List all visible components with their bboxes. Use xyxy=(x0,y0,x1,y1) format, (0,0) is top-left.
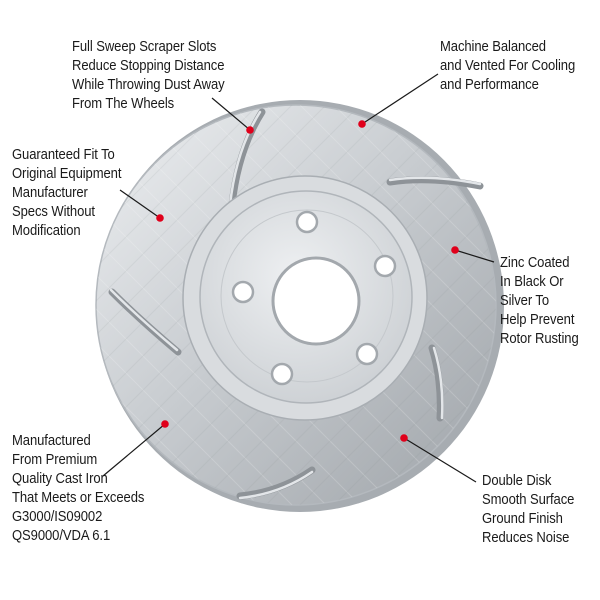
callout-line: and Performance xyxy=(440,77,539,93)
scraper-slot xyxy=(108,288,182,356)
texture-stroke xyxy=(231,105,496,505)
lug-hole xyxy=(355,342,379,366)
texture-stroke xyxy=(299,105,496,505)
callout-line: QS9000/VDA 6.1 xyxy=(12,528,111,544)
callout-machine-balanced: Machine Balanced and Vented For Cooling … xyxy=(440,38,575,95)
leader-line-zinc-coated xyxy=(454,249,495,263)
callout-line: Help Prevent xyxy=(500,312,575,328)
callout-line: Reduce Stopping Distance xyxy=(72,58,225,74)
texture-stroke xyxy=(299,105,496,505)
texture-stroke xyxy=(96,105,259,505)
callout-zinc-coated: Zinc Coated In Black Or Silver To Help P… xyxy=(500,254,579,349)
lug-hole xyxy=(295,210,319,234)
leader-line-guaranteed-fit xyxy=(119,189,161,219)
texture-stroke xyxy=(96,105,293,505)
scraper-slot xyxy=(236,466,316,500)
callout-line: Manufactured xyxy=(12,433,91,449)
marker-dot-guaranteed-fit xyxy=(156,214,164,222)
leader-line-double-disk xyxy=(403,437,477,483)
texture-stroke xyxy=(367,105,496,505)
marker-dot-scraper-slots xyxy=(246,126,254,134)
callout-scraper-slots: Full Sweep Scraper Slots Reduce Stopping… xyxy=(72,38,225,114)
texture-stroke xyxy=(96,105,361,505)
scraper-slot xyxy=(386,176,484,190)
lug-holes xyxy=(231,210,397,386)
leader-line-machine-balanced xyxy=(361,73,439,125)
callout-line: Zinc Coated xyxy=(500,255,570,271)
texture-stroke xyxy=(265,105,496,505)
callout-line: From Premium xyxy=(12,452,98,468)
texture-stroke xyxy=(367,105,496,505)
callout-line: Double Disk xyxy=(482,473,552,489)
callout-cast-iron: Manufactured From Premium Quality Cast I… xyxy=(12,432,144,546)
texture-stroke xyxy=(265,105,496,505)
callout-line: While Throwing Dust Away xyxy=(72,77,225,93)
callout-line: Modification xyxy=(12,223,81,239)
texture-stroke xyxy=(231,105,496,505)
lug-hole xyxy=(373,254,397,278)
leader-line-cast-iron xyxy=(102,423,166,477)
callout-line: That Meets or Exceeds xyxy=(12,490,145,506)
callout-line: In Black Or xyxy=(500,274,564,290)
callout-line: Manufacturer xyxy=(12,185,88,201)
callout-line: Quality Cast Iron xyxy=(12,471,108,487)
marker-dot-cast-iron xyxy=(161,420,169,428)
callout-double-disk: Double Disk Smooth Surface Ground Finish… xyxy=(482,472,574,548)
callout-guaranteed-fit: Guaranteed Fit To Original Equipment Man… xyxy=(12,146,121,241)
texture-stroke xyxy=(333,105,496,505)
marker-dot-double-disk xyxy=(400,434,408,442)
callout-line: From The Wheels xyxy=(72,96,175,112)
callout-leader-lines xyxy=(102,73,495,483)
texture-stroke xyxy=(96,105,225,505)
callout-line: Silver To xyxy=(500,293,550,309)
callout-line: Guaranteed Fit To xyxy=(12,147,115,163)
callout-line: Machine Balanced xyxy=(440,39,546,55)
marker-dot-machine-balanced xyxy=(358,120,366,128)
marker-dot-zinc-coated xyxy=(451,246,459,254)
callout-line: Smooth Surface xyxy=(482,492,575,508)
callout-line: Original Equipment xyxy=(12,166,122,182)
lug-hole xyxy=(270,362,294,386)
scraper-slot xyxy=(428,344,444,422)
callout-line: Reduces Noise xyxy=(482,530,570,546)
callout-line: Specs Without xyxy=(12,204,95,220)
callout-line: Rotor Rusting xyxy=(500,331,579,347)
center-bore xyxy=(271,256,361,346)
feature-markers xyxy=(156,120,459,442)
lug-hole xyxy=(231,280,255,304)
rotor-scraper-slots xyxy=(108,108,484,500)
texture-stroke xyxy=(96,105,225,505)
rotor-hat-inner-ring xyxy=(220,209,394,383)
texture-stroke xyxy=(96,105,361,505)
callout-line: G3000/IS09002 xyxy=(12,509,103,525)
leader-line-scraper-slots xyxy=(211,97,251,131)
texture-stroke xyxy=(96,105,293,505)
callout-line: Full Sweep Scraper Slots xyxy=(72,39,217,55)
scraper-slot xyxy=(228,108,266,209)
texture-stroke xyxy=(96,105,259,505)
callout-line: and Vented For Cooling xyxy=(440,58,576,74)
callout-line: Ground Finish xyxy=(482,511,563,527)
